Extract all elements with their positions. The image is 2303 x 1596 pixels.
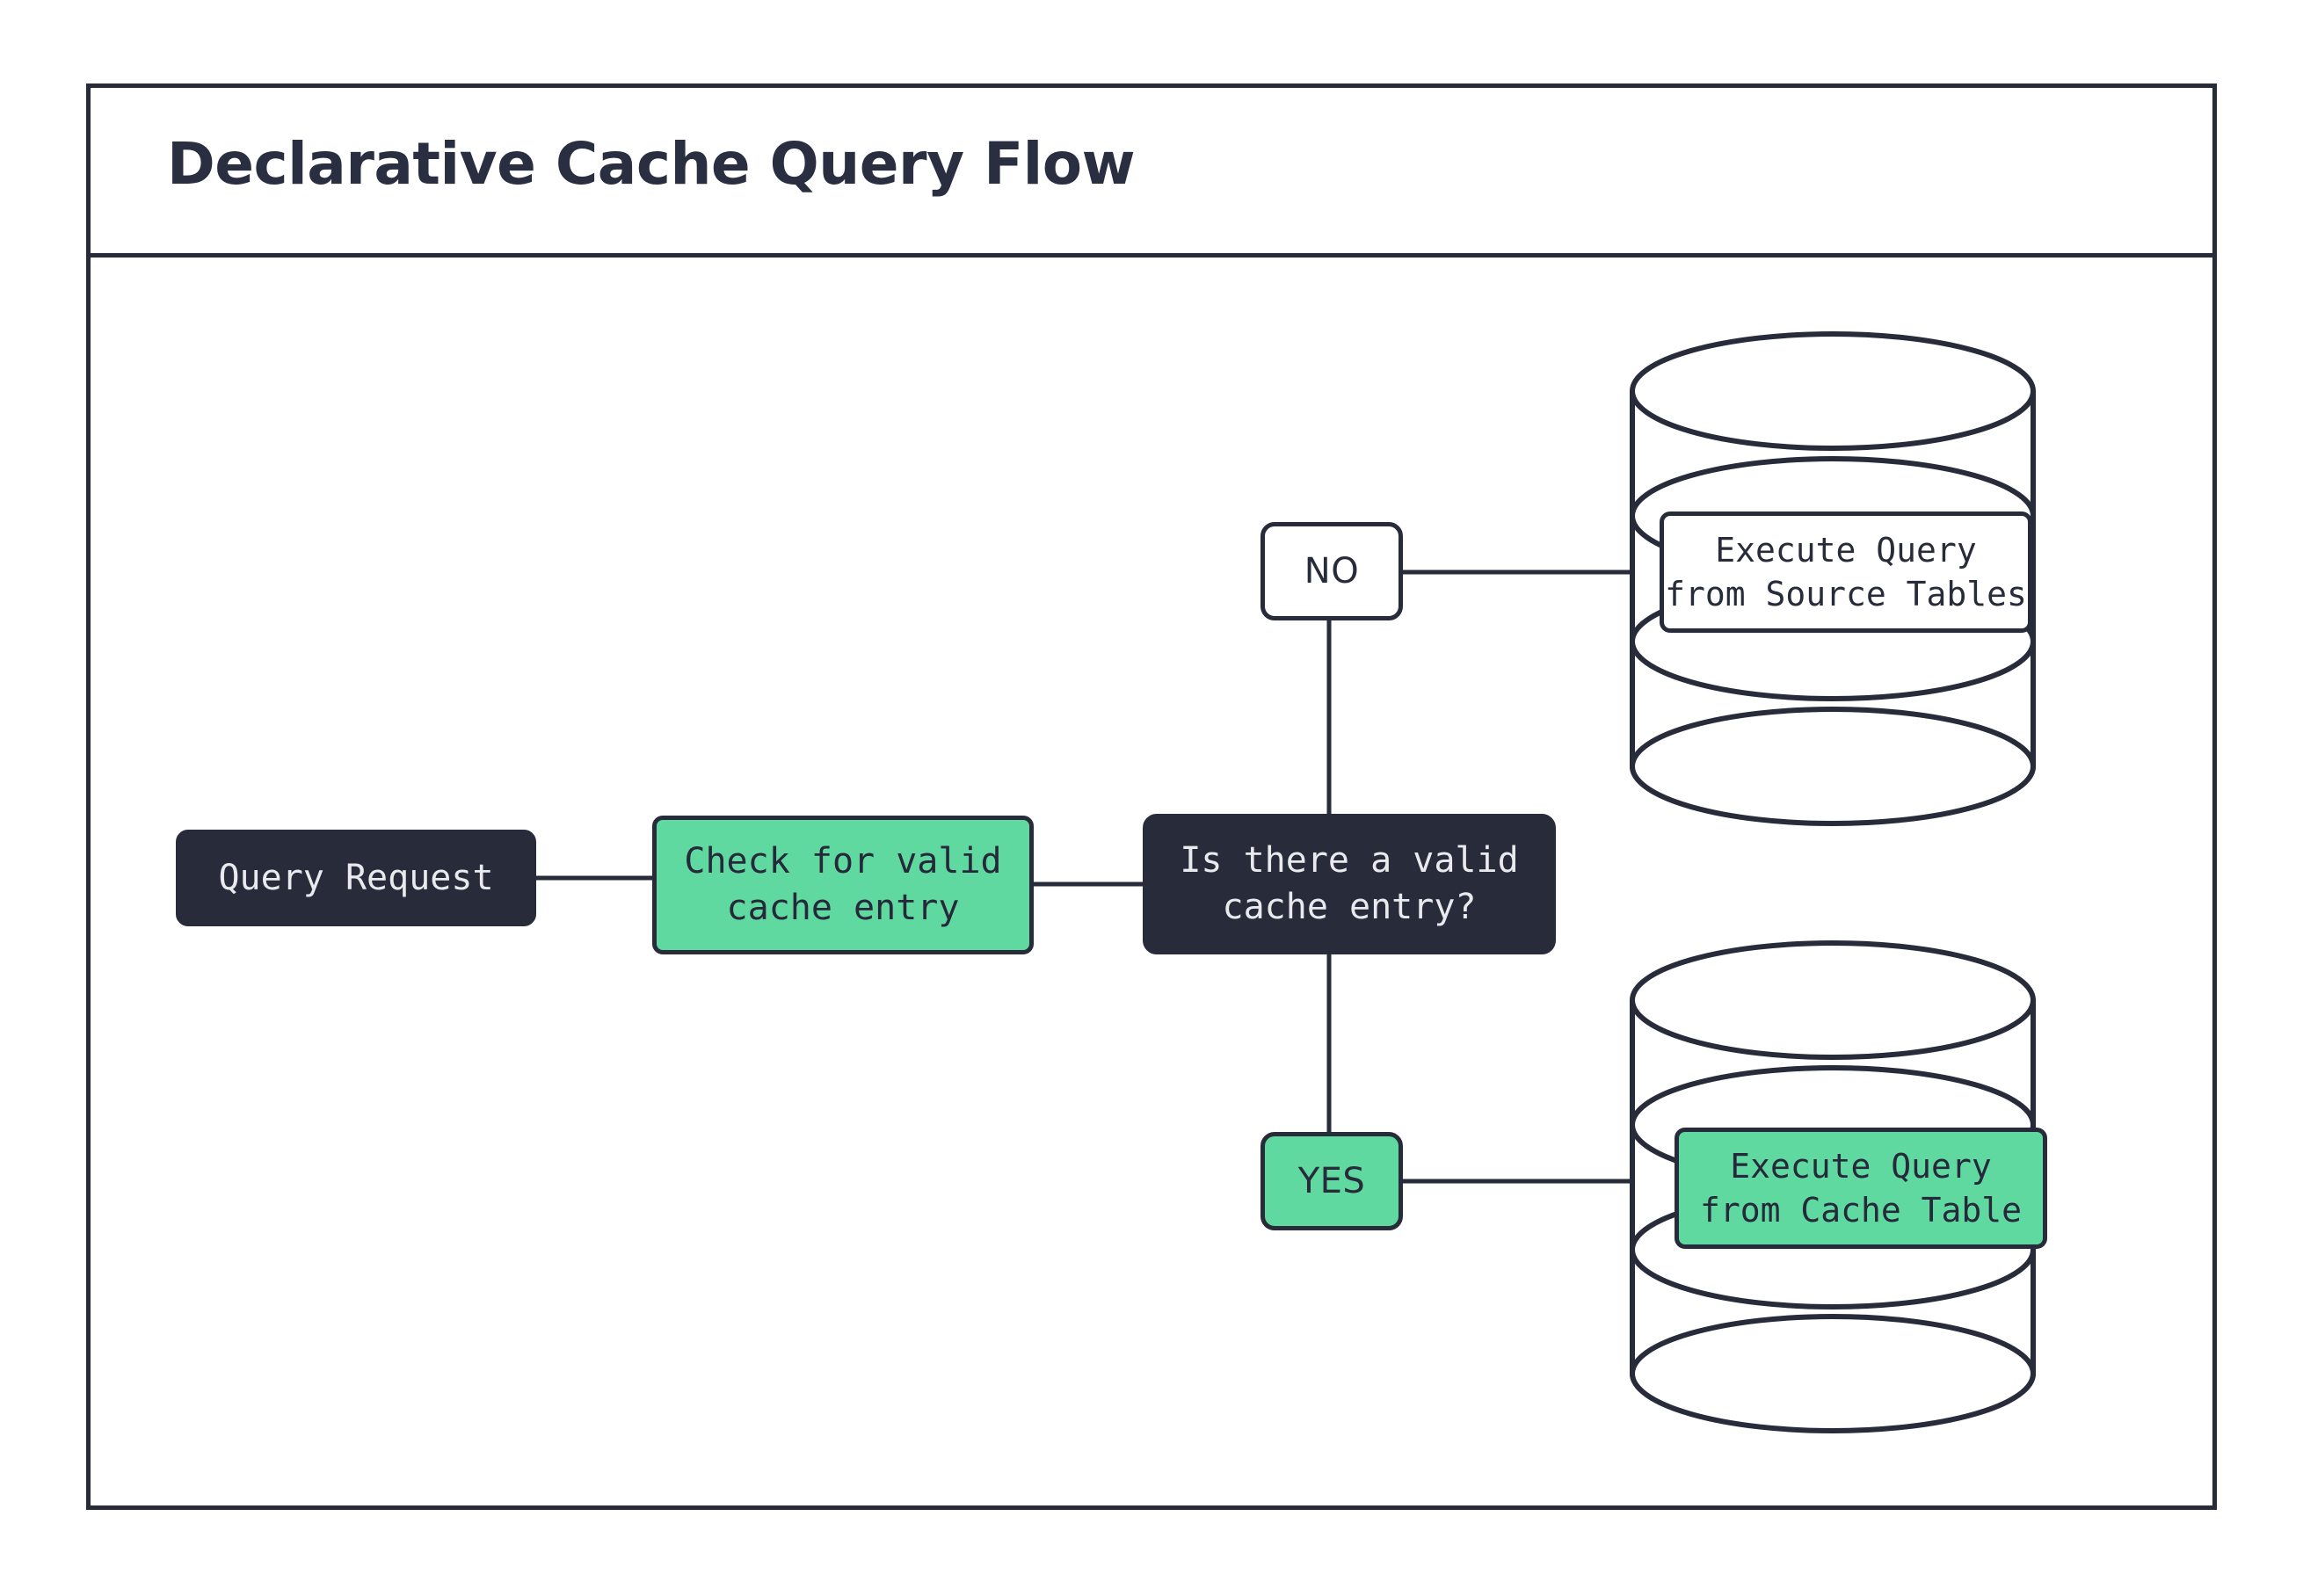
page-title: Declarative Cache Query Flow <box>167 130 1136 198</box>
node-decision-valid-cache-entry[interactable]: Is there a valid cache entry? <box>1143 814 1556 954</box>
branch-label-yes[interactable]: YES <box>1260 1132 1403 1230</box>
branch-label-no[interactable]: NO <box>1260 522 1403 620</box>
node-query-request[interactable]: Query Request <box>176 830 536 926</box>
node-execute-query-from-cache-table[interactable]: Execute Query from Cache Table <box>1675 1128 2047 1249</box>
node-execute-query-from-source-tables[interactable]: Execute Query from Source Tables <box>1660 511 2032 633</box>
node-check-for-valid-cache-entry[interactable]: Check for valid cache entry <box>652 816 1034 954</box>
title-divider <box>86 253 2217 258</box>
diagram-frame <box>86 83 2217 1510</box>
